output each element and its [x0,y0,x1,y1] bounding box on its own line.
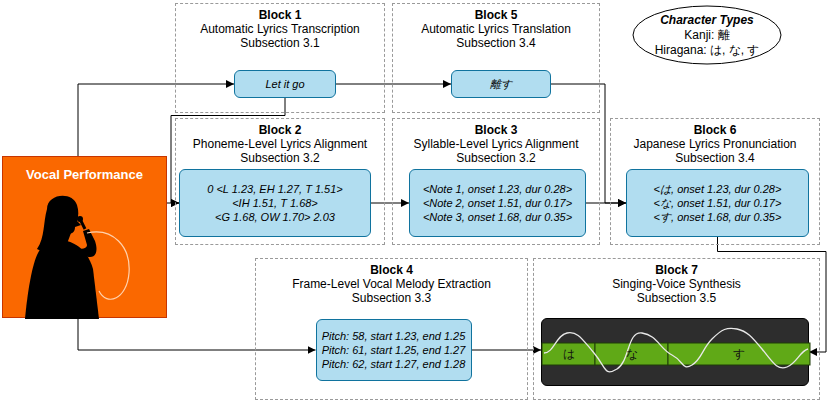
section-frame: Block 7Singing-Voice SynthesisSubsection… [533,258,820,400]
arm [77,229,97,257]
data-line: 離す [490,77,512,91]
block-title: Singing-Voice Synthesis [612,277,741,291]
block-title: Frame-Level Vocal Melody Extraction [292,277,491,291]
note-segment [542,343,595,365]
subsection-ref: Subsection 3.4 [675,151,754,165]
block-number: Block 3 [475,123,518,137]
block-number: Block 4 [370,263,413,277]
syllable-label: な [626,347,638,361]
data-box: Pitch: 58, start 1.23, end 1.25Pitch: 61… [316,319,472,381]
data-box: 0 <L 1.23, EH 1.27, T 1.51><IH 1.51, T 1… [179,169,371,237]
data-line: 0 <L 1.23, EH 1.27, T 1.51> [207,182,343,196]
microphone [81,221,85,229]
flow-arrow [78,318,316,350]
legend-line: Kanji: 離 [684,28,729,43]
subsection-ref: Subsection 3.4 [456,36,535,50]
legend-ellipse: Character TypesKanji: 離Hiragana: は, な, す [632,5,782,65]
block-number: Block 6 [694,123,737,137]
section-frame: Block 3Syllable-Level Lyrics AlignmentSu… [392,118,600,245]
subsection-ref: Subsection 3.2 [456,151,535,165]
legend-line: Hiragana: は, な, す [655,43,760,58]
subsection-ref: Subsection 3.3 [352,291,431,305]
data-line: <す, onset 1.68, dur 0.35> [654,210,782,224]
microphone-head [77,216,83,222]
block-title: Japanese Lyrics Pronunciation [634,137,797,151]
note-segment [595,343,668,365]
pitch-curve [544,328,808,372]
data-line: Pitch: 58, start 1.23, end 1.25 [322,329,466,343]
data-line: <な, onset 1.51, dur 0.17> [654,196,782,210]
block-number: Block 1 [259,8,302,22]
subsection-ref: Subsection 3.1 [240,36,319,50]
legend-heading: Character Types [660,13,754,28]
synthesis-illustration [542,319,810,387]
data-line: <IH 1.51, T 1.68> [232,196,318,210]
note-segment [668,343,810,365]
data-box: <は, onset 1.23, dur 0.28><な, onset 1.51,… [626,169,809,237]
data-line: <G 1.68, OW 1.70> 2.03 [215,210,335,224]
data-box: 離す [451,70,551,98]
flow-arrow [336,84,451,85]
data-line: <Note 1, onset 1.23, dur 0.28> [423,182,572,196]
data-line: Pitch: 61, start 1.25, end 1.27 [322,343,466,357]
singer-figure [25,196,99,319]
face [53,205,81,241]
data-line: <は, onset 1.23, dur 0.28> [654,182,782,196]
section-frame: Block 4Frame-Level Vocal Melody Extracti… [255,258,528,400]
input-box: Vocal Performance [2,156,167,318]
syllable-label: は [563,347,575,361]
data-box: <Note 1, onset 1.23, dur 0.28><Note 2, o… [409,169,586,237]
syllable-label: す [733,347,745,361]
ellipse-shape [633,6,781,64]
section-frame: Block 1Automatic Lyrics TranscriptionSub… [175,3,385,113]
microphone-cable [87,232,129,299]
subsection-ref: Subsection 3.2 [240,151,319,165]
section-frame: Block 6Japanese Lyrics PronunciationSubs… [610,118,820,245]
block-title: Automatic Lyrics Translation [421,22,571,36]
flow-arrow [472,350,542,351]
block-title: Automatic Lyrics Transcription [200,22,360,36]
data-line: Let it go [265,77,304,91]
section-frame: Block 2Phoneme-Level Lyrics AlignmentSub… [175,118,385,245]
synthesis-box: はなす [541,318,809,386]
data-line: <Note 2, onset 1.51, dur 0.17> [423,196,572,210]
section-frame: Block 5Automatic Lyrics TranslationSubse… [392,3,600,113]
data-line: Pitch: 62, start 1.27, end 1.28 [322,357,466,371]
input-label: Vocal Performance [26,167,143,182]
data-line: <Note 3, onset 1.68, dur 0.35> [423,210,572,224]
block-title: Syllable-Level Lyrics Alignment [414,137,579,151]
block-number: Block 5 [475,8,518,22]
block-title: Phoneme-Level Lyrics Alignment [193,137,367,151]
subsection-ref: Subsection 3.5 [637,291,716,305]
flow-arrow [371,203,409,204]
block-number: Block 7 [655,263,698,277]
flow-arrow [167,203,179,204]
data-box: Let it go [234,70,336,98]
block-number: Block 2 [259,123,302,137]
